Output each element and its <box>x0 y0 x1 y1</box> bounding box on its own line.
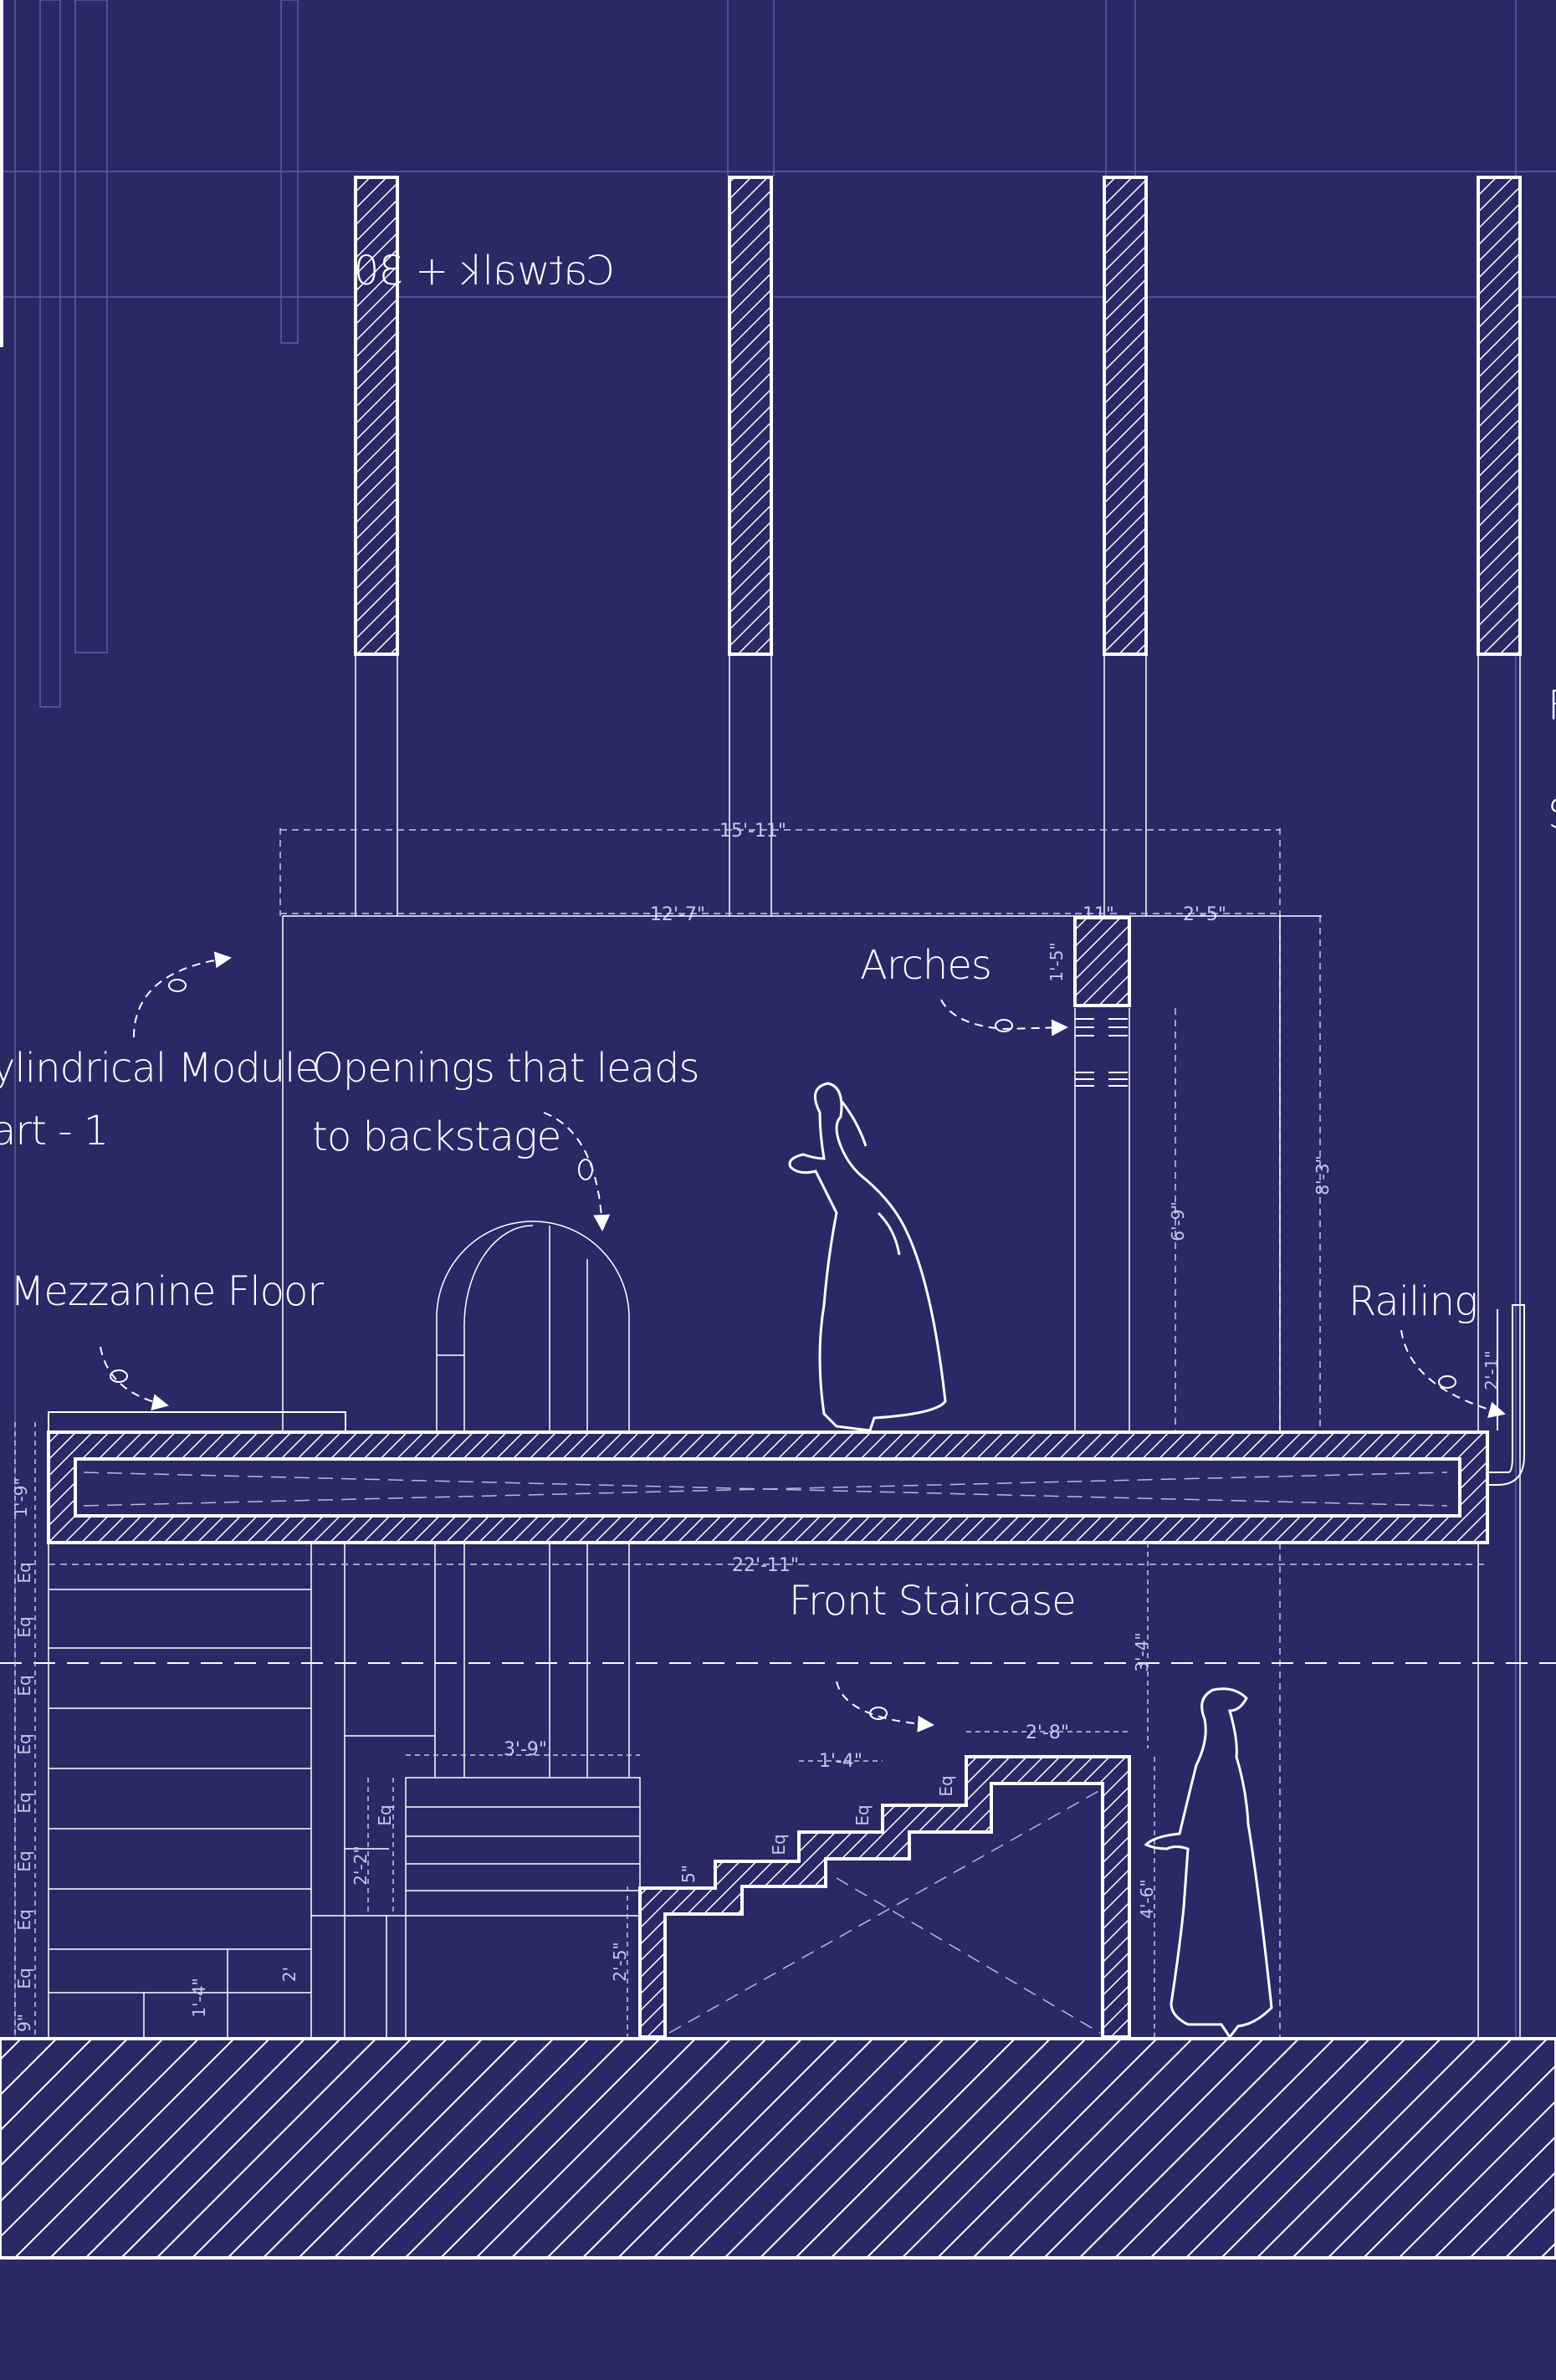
catwalk-label: Catwalk + 30 <box>355 248 615 294</box>
annotation-arrows <box>100 951 1506 1733</box>
dim-wall-width: 12'-7" <box>650 904 705 925</box>
front-staircase-label: Front Staircase <box>789 1578 1076 1625</box>
dim-left-bottom: 9" <box>14 2014 34 2032</box>
dim-overall-top: 15'-11" <box>719 821 786 842</box>
dim-step-5: 5" <box>678 1865 699 1883</box>
pillar-support-lines <box>355 654 1521 2037</box>
arch-header-block <box>1073 916 1131 1007</box>
mezzanine-floor-beam <box>47 1431 1489 1544</box>
dim-railing-height: 2'-1" <box>1482 1350 1502 1390</box>
railing-label: Railing <box>1349 1278 1477 1325</box>
left-shelving <box>48 1543 630 2037</box>
dim-eq-4: Eq <box>14 1733 34 1754</box>
dim-eq-5: Eq <box>14 1792 34 1813</box>
construction-lines <box>0 0 1556 2041</box>
left-equal-dimension-column <box>14 1422 36 2037</box>
railing <box>1487 1304 1525 1486</box>
dim-eq-3: Eq <box>14 1675 34 1696</box>
pillar-1 <box>354 176 399 656</box>
openings-label-1: Openings that leads <box>312 1045 699 1092</box>
dim-lower-height: 3'-4" <box>1132 1632 1152 1671</box>
arched-opening <box>436 1221 630 1435</box>
catwalk-pillars <box>354 176 1522 656</box>
mezzanine-top-slab <box>48 1411 346 1433</box>
edge-partial-label-2: S <box>1548 791 1556 838</box>
dim-eq-7: Eq <box>14 1909 34 1930</box>
pillar-4 <box>1477 176 1522 656</box>
small-stair-dim-lines <box>367 1754 640 2037</box>
dim-base-step-2: 1'-4" <box>189 1978 209 2017</box>
dim-small-step-height: 2'-2" <box>351 1845 371 1885</box>
dim-right-offset: 2'-5" <box>1183 904 1226 925</box>
dim-stair-eq-3: Eq <box>936 1775 956 1796</box>
left-edge-marker <box>0 0 3 347</box>
small-stair-block <box>386 1777 641 2037</box>
arches-label: Arches <box>860 942 991 989</box>
dim-pillar-height: 1'-5" <box>1047 942 1067 981</box>
dim-eq-8: Eq <box>14 1968 34 1988</box>
annotation-loops <box>110 979 1456 1720</box>
dim-step-tread: 1'-4" <box>819 1751 862 1772</box>
dim-eq-1: Eq <box>14 1562 34 1583</box>
mezzanine-floor-label: Mezzanine Floor <box>10 1268 324 1315</box>
back-wall <box>282 915 1322 1435</box>
stage-base-platform <box>0 2037 1556 2260</box>
dim-base-step: 2' <box>279 1967 299 1982</box>
dim-eq-2: Eq <box>14 1616 34 1637</box>
dim-right-height: 8'-3" <box>1313 1155 1333 1195</box>
dim-small-eq: Eq <box>375 1804 395 1825</box>
dim-small-step-base: 2'-5" <box>610 1942 630 1981</box>
pillar-3 <box>1103 176 1148 656</box>
dim-eq-6: Eq <box>14 1850 34 1871</box>
cylindrical-module-label-1: ylindrical Module <box>0 1045 319 1092</box>
front-staircase <box>638 1755 1131 2039</box>
dim-floor-length: 22'-11" <box>732 1555 799 1576</box>
openings-label-2: to backstage <box>312 1113 560 1160</box>
dim-stair-eq-1: Eq <box>769 1834 789 1855</box>
edge-partial-label-1: F <box>1548 683 1556 729</box>
dim-staircase-height: 4'-6" <box>1137 1879 1157 1918</box>
dim-stair-eq-2: Eq <box>852 1804 873 1825</box>
dim-landing-width: 2'-8" <box>1026 1722 1069 1743</box>
dim-small-step-width: 3'-9" <box>504 1739 547 1760</box>
arch-lintel-marks <box>1075 1018 1128 1087</box>
dim-floor-thickness: 1'-9" <box>11 1477 31 1517</box>
woman-silhouette-lower <box>1144 1687 1273 2040</box>
staircase-dim-lines <box>799 1543 1155 2037</box>
woman-silhouette-upper <box>788 1082 947 1432</box>
pillar-2 <box>728 176 773 656</box>
cylindrical-module-label-2: art - 1 <box>0 1108 108 1154</box>
dim-arch-height: 6'-9" <box>1168 1201 1188 1241</box>
